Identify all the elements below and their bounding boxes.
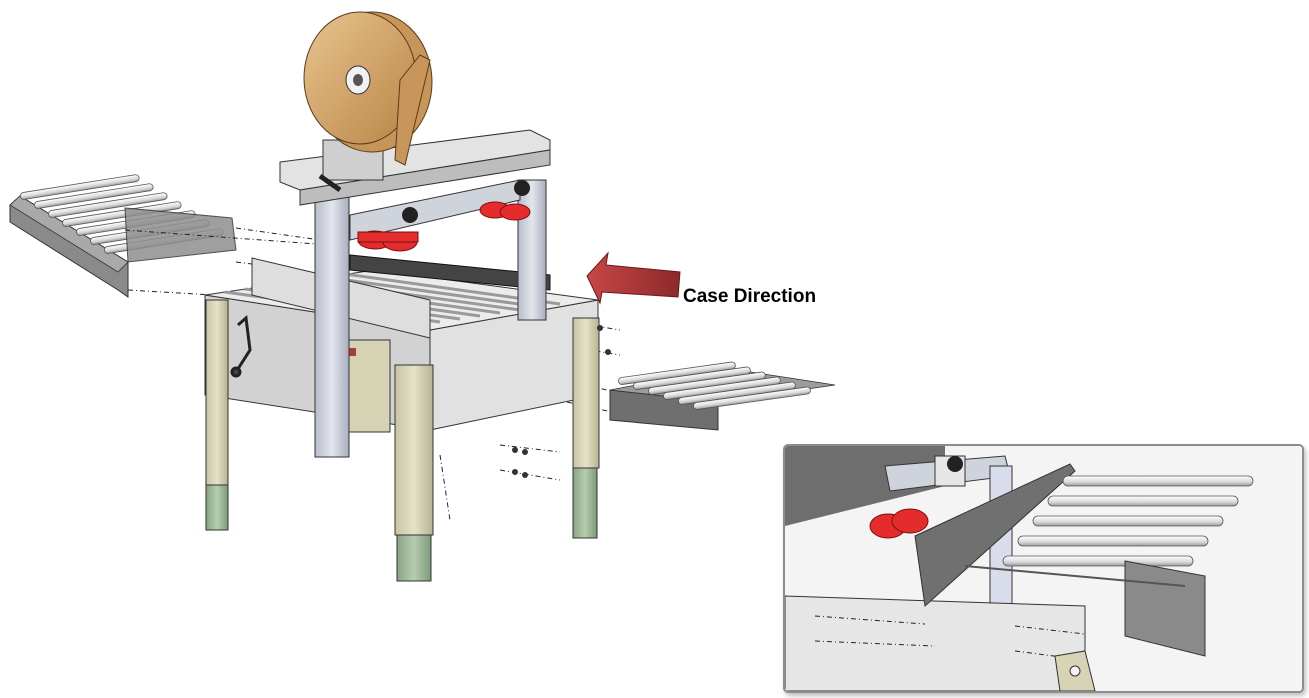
tape-roll — [303, 11, 433, 166]
case-direction-arrow-icon — [586, 251, 681, 305]
red-rollers — [357, 201, 531, 252]
detail-inset — [783, 444, 1304, 693]
crank-handle — [230, 315, 252, 378]
legs — [205, 299, 600, 582]
fasteners — [512, 325, 611, 478]
right-conveyor — [609, 361, 836, 431]
left-conveyor — [9, 174, 237, 298]
upper-frame — [279, 129, 551, 458]
case-direction-label: Case Direction — [683, 286, 817, 307]
conveyor-mount-detail — [785, 446, 1302, 691]
